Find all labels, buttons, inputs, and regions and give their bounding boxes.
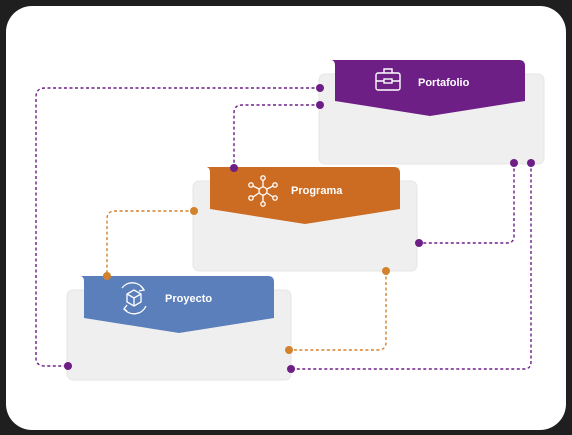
programa-node — [192, 167, 418, 272]
dot-programa-right — [415, 239, 423, 247]
connector-programa-proyecto-top — [106, 210, 194, 276]
programa-banner — [206, 167, 400, 224]
briefcase-icon — [375, 68, 401, 91]
portafolio-label: Portafolio — [418, 77, 470, 89]
dot-programa-left — [190, 207, 198, 215]
proyecto-banner — [80, 276, 274, 333]
connector-portafolio-proyecto-left — [35, 87, 320, 367]
dot-portafolio-right-b — [527, 159, 535, 167]
proyecto-label: Proyecto — [165, 293, 213, 305]
dot-proyecto-top — [103, 272, 111, 280]
connector-dots — [64, 84, 535, 373]
programa-label: Programa — [291, 185, 343, 197]
dot-proyecto-left — [64, 362, 72, 370]
connector-programa-proyecto-right — [289, 271, 387, 351]
network-hub-icon — [248, 175, 278, 207]
portafolio-node — [318, 60, 545, 165]
box-cycle-icon — [121, 282, 147, 315]
connector-portafolio-proyecto-bottom — [291, 163, 532, 370]
dot-programa-bottom — [382, 267, 390, 275]
dot-portafolio-left-top — [316, 84, 324, 92]
dot-portafolio-right-a — [510, 159, 518, 167]
dot-proyecto-bottom — [287, 365, 295, 373]
proyecto-node — [66, 276, 292, 381]
connector-portafolio-programa-top — [233, 104, 320, 168]
dot-portafolio-left-bottom — [316, 101, 324, 109]
dot-programa-top — [230, 164, 238, 172]
dot-proyecto-right — [285, 346, 293, 354]
portafolio-banner — [331, 60, 525, 116]
connector-portafolio-programa-right — [419, 163, 515, 244]
